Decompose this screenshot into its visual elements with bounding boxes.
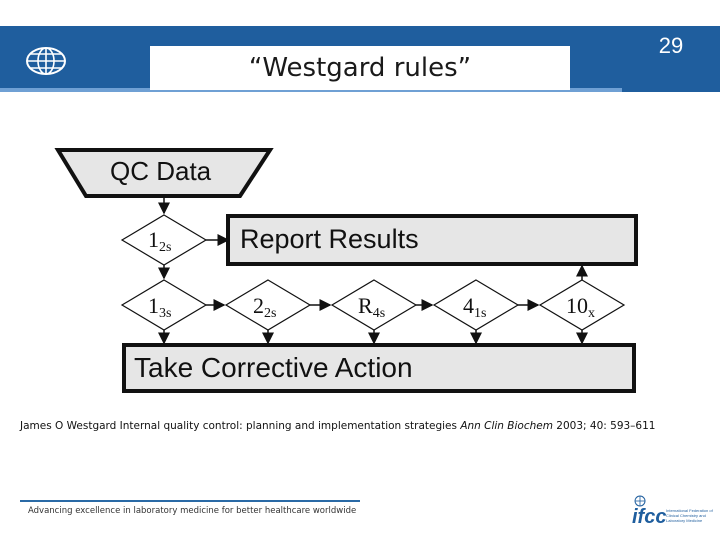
qc-data-label: QC Data (110, 156, 212, 186)
ifcc-logo-text: ifcc (632, 506, 667, 528)
footer-divider (20, 500, 360, 502)
rule-4-1s-label: 41s (463, 293, 487, 321)
page-number-box (622, 26, 720, 92)
globe-icon (26, 47, 66, 75)
rule-1-2s-label: 12s (148, 227, 172, 255)
journal-name: Ann Clin Biochem (460, 420, 553, 432)
corrective-action-label: Take Corrective Action (134, 352, 413, 383)
rule-r-4s-label: R4s (358, 293, 386, 321)
footer-tagline: Advancing excellence in laboratory medic… (28, 506, 357, 516)
rule-2-2s-label: 22s (253, 293, 277, 321)
ifcc-logo-subtext: International Federation of Clinical Che… (666, 508, 713, 523)
corrective-action-box (122, 343, 636, 393)
rule-1-3s-label: 13s (148, 293, 172, 321)
ifcc-logo-icon (634, 495, 646, 507)
header-accent-stripe (0, 88, 622, 92)
qc-data-shape (54, 148, 274, 198)
page-number: 29 (658, 33, 684, 58)
slide-title: “Westgard rules” (150, 46, 570, 90)
rule-10-x-label: 10x (566, 293, 595, 321)
report-results-box (226, 214, 638, 266)
reference-citation: James O Westgard Internal quality contro… (20, 420, 656, 432)
report-results-label: Report Results (240, 224, 419, 254)
